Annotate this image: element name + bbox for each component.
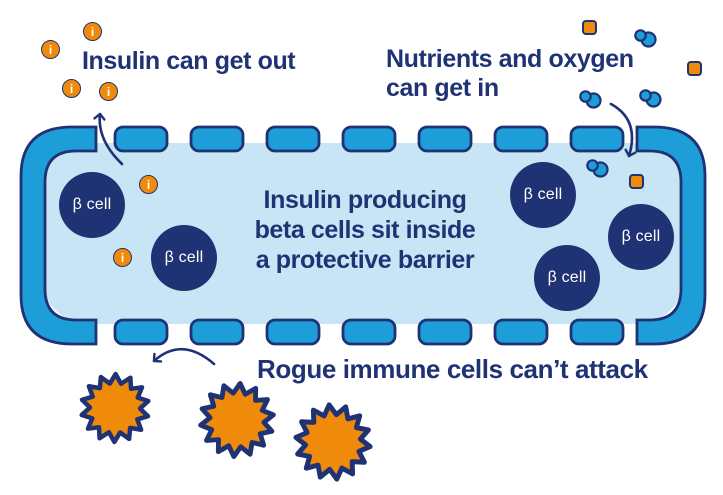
beta-cell-label: β cell [72,196,112,213]
beta-cell-label: β cell [164,249,204,266]
immune-attack-label: Rogue immune cells can’t attack [257,354,648,384]
barrier-dash [569,125,625,153]
immune-cell-icon [74,368,156,449]
immune-cells [74,368,375,483]
barrier-dash [493,125,549,153]
insulin-out-arrow [93,112,124,166]
nutrient-icon [629,174,644,189]
beta-cell: β cell [59,172,125,238]
insulin-dot-letter: i [48,42,53,57]
barrier-dash [493,318,549,346]
insulin-dot-letter: i [90,24,95,39]
barrier-dash [417,318,473,346]
insulin-dot-letter: i [146,177,151,192]
beta-cell: β cell [534,245,600,311]
insulin-icon: i [99,82,118,101]
barrier-dash [569,318,625,346]
insulin-dot-letter: i [120,250,125,265]
barrier-dash [265,125,321,153]
nutrient-icon [582,20,597,35]
beta-cell-label: β cell [547,269,587,286]
barrier-dash [113,318,169,346]
insulin-icon: i [139,175,158,194]
insulin-dot-letter: i [69,81,74,96]
nutrients-in-arrow [609,102,637,158]
barrier-dash [417,125,473,153]
insulin-dot-letter: i [106,84,111,99]
insulin-icon: i [62,79,81,98]
insulin-out-label: Insulin can get out [82,47,296,75]
insulin-icon: i [83,22,102,41]
beta-cell: β cell [608,204,674,270]
barrier-dash [189,318,245,346]
nutrients-in-label: Nutrients and oxygen can get in [386,45,634,102]
nutrient-icon [687,61,702,76]
insulin-icon: i [41,40,60,59]
beta-cell-label: β cell [523,186,563,203]
barrier-dash [341,125,397,153]
barrier-bottom-dashes [113,318,625,346]
capsule-caption: Insulin producing beta cells sit inside … [254,186,476,274]
immune-cell-icon [196,379,279,460]
beta-cell: β cell [510,162,576,228]
barrier-dash [189,125,245,153]
barrier-dash [341,318,397,346]
beta-cell: β cell [151,225,217,291]
barrier-dash [113,125,169,153]
barrier-dash [265,318,321,346]
barrier-right-cap [635,125,707,346]
beta-cell-label: β cell [621,228,661,245]
immune-deflect-arrow [152,347,216,366]
insulin-icon: i [113,248,132,267]
immune-cell-icon [291,401,374,482]
barrier-left-cap [19,125,98,346]
barrier-top-dashes [113,125,625,153]
